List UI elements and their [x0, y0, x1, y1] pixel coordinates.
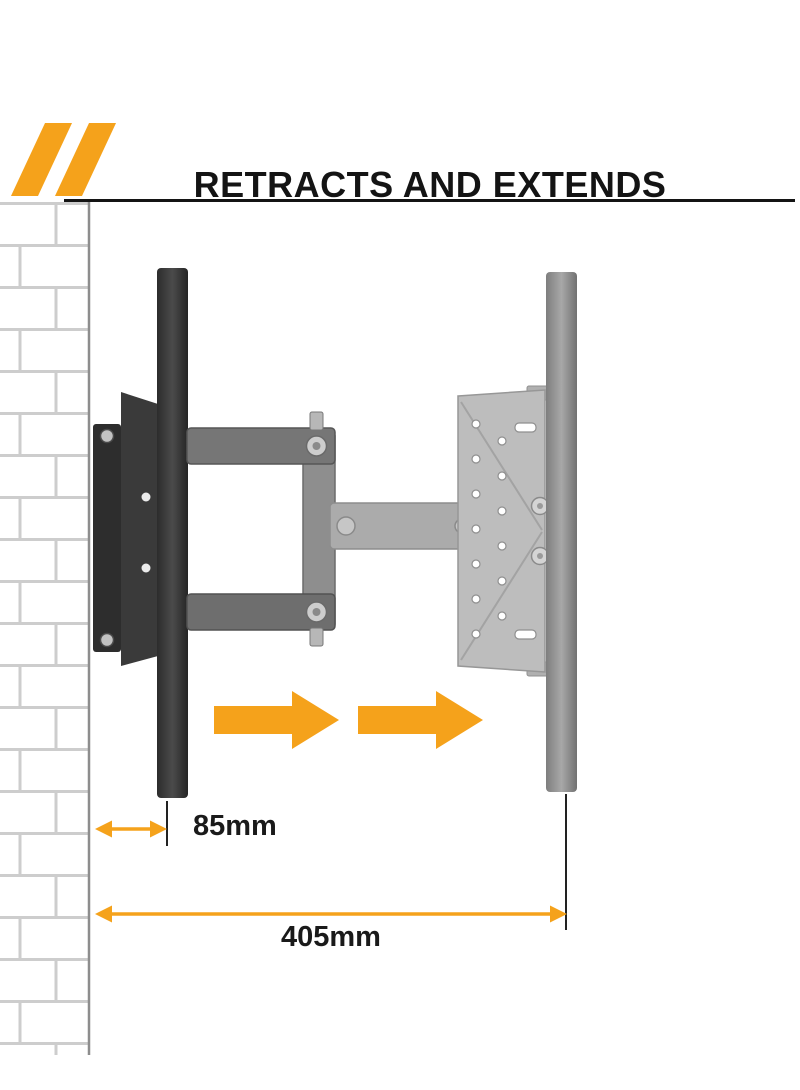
brick-wall	[0, 202, 91, 1055]
wall-mount-retracted	[93, 268, 188, 798]
wall-mount-extended-ghost	[329, 272, 577, 792]
vesa-plate	[457, 385, 550, 677]
dimension-405mm	[95, 794, 567, 930]
tv-edge-retracted	[157, 268, 188, 798]
dimension-label-extended: 405mm	[281, 921, 381, 953]
arrow-right-icon	[214, 691, 339, 749]
dimension-85mm	[95, 801, 168, 846]
tv-edge-extended	[546, 272, 577, 792]
header-divider	[64, 199, 795, 202]
dimension-label-retracted: 85mm	[193, 810, 277, 842]
extend-arrows	[214, 691, 483, 749]
arrow-right-icon	[358, 691, 483, 749]
articulating-arm-folded	[186, 411, 336, 647]
page-title: RETRACTS AND EXTENDS	[193, 164, 667, 206]
